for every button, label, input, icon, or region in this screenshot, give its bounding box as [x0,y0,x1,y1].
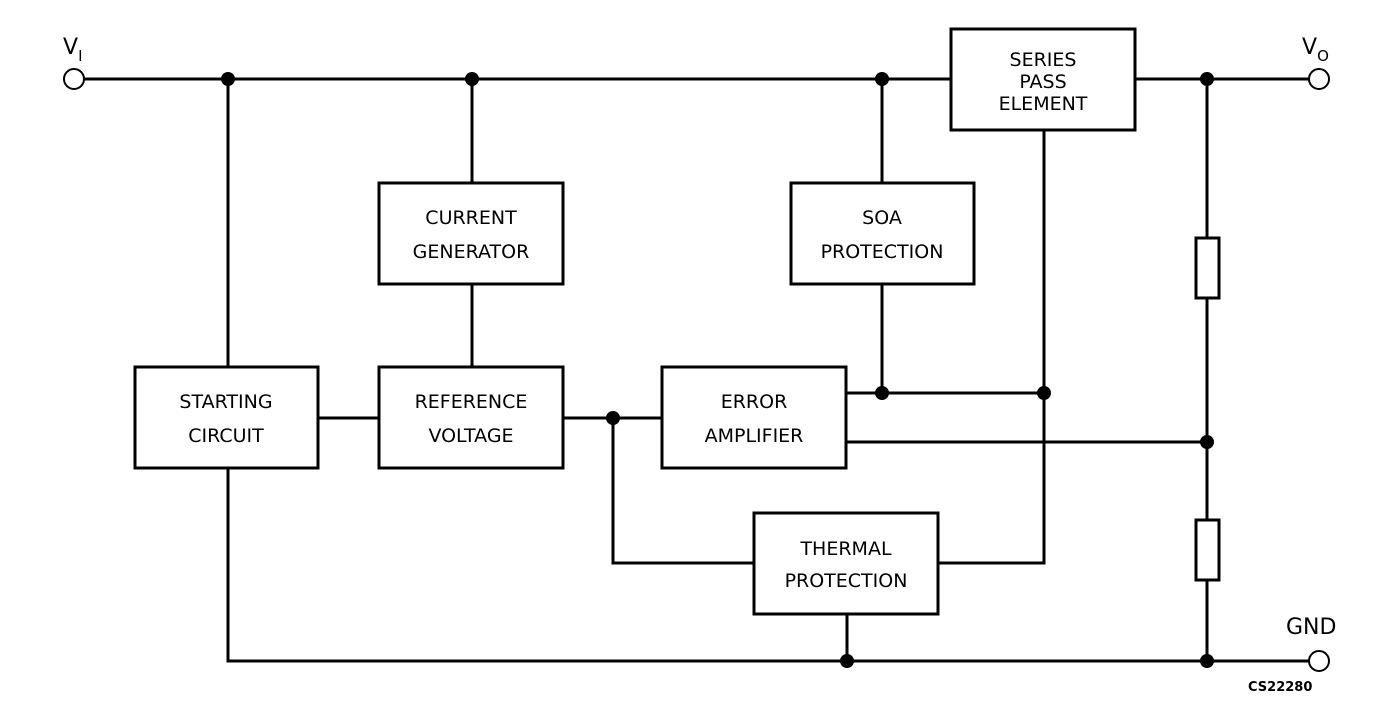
reference-to-thermal-wire [611,416,756,565]
block-label: CIRCUIT [188,425,264,447]
junction-dot [1200,654,1214,668]
junction-dot [1037,386,1051,400]
block-label: THERMAL [799,538,891,560]
upper-divider-resistor [1194,236,1221,300]
gnd-terminal [1308,650,1330,672]
junctions [221,72,1214,668]
starting-circuit-block: STARTING CIRCUIT [133,365,320,470]
thermal-protection-block: THERMAL PROTECTION [752,511,940,616]
junction-dot [875,72,889,86]
junction-dot [1200,72,1214,86]
block-label: SERIES [1010,49,1077,71]
block-label: ERROR [721,391,788,413]
vout-terminal [1308,68,1330,90]
vin-terminal [63,68,85,90]
junction-dot [221,72,235,86]
error-amplifier-block: ERROR AMPLIFIER [660,365,848,470]
lower-divider-resistor [1194,518,1221,582]
junction-dot [875,386,889,400]
block-label: PASS [1019,71,1066,93]
block-label: PROTECTION [785,570,908,592]
junction-dot [606,411,620,425]
junction-dot [840,654,854,668]
figure-code: CS22280 [1248,680,1312,695]
block-label: PROTECTION [821,241,944,263]
gnd-label: GND [1286,615,1336,640]
vout-label: VO [1302,35,1329,65]
soa-protection-block: SOA PROTECTION [789,181,976,286]
vin-label: VI [63,35,83,65]
junction-dot [465,72,479,86]
block-label: AMPLIFIER [705,425,804,447]
block-label: REFERENCE [415,391,528,413]
block-label: ELEMENT [999,93,1088,115]
reference-voltage-block: REFERENCE VOLTAGE [377,365,565,470]
block-label: CURRENT [425,207,517,229]
block-label: SOA [862,207,902,229]
current-generator-block: CURRENT GENERATOR [377,181,565,286]
series-pass-element-block: SERIES PASS ELEMENT [949,27,1137,132]
block-label: GENERATOR [413,241,530,263]
block-label: STARTING [179,391,272,413]
block-label: VOLTAGE [428,425,513,447]
junction-dot [1200,435,1214,449]
